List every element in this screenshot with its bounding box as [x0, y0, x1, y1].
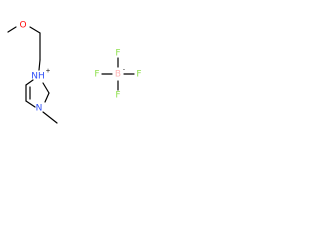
bond-n1-c2 — [42, 82, 50, 94]
atom-fluorine-right: F — [136, 70, 141, 80]
bond-c5-n1 — [25, 79, 34, 86]
bond-methyl-oxygen — [7, 26, 17, 33]
atom-nitrogen-cation: NH — [31, 72, 45, 82]
bond-ch2-nitrogen — [38, 59, 41, 71]
bond-n3-c4 — [25, 100, 36, 108]
atom-fluorine-bottom: F — [115, 91, 120, 101]
bonds — [7, 26, 135, 124]
atom-fluorine-left: F — [94, 70, 99, 80]
atom-oxygen: O — [19, 21, 26, 31]
atom-nitrogen-methyl: N — [36, 104, 43, 114]
atom-nitrogen-cation-charge: + — [45, 68, 50, 75]
bond-c2-n3 — [44, 92, 50, 103]
bond-n3-methyl — [42, 111, 58, 124]
structure-diagram: O NH + N B - F F F F — [0, 0, 150, 150]
atom-boron-charge: - — [123, 67, 125, 74]
molecule-canvas: O NH + N B - F F F F — [7, 21, 142, 124]
bond-oxygen-ch2 — [29, 26, 41, 34]
atom-fluorine-top: F — [115, 49, 120, 59]
atom-boron: B — [115, 70, 121, 80]
